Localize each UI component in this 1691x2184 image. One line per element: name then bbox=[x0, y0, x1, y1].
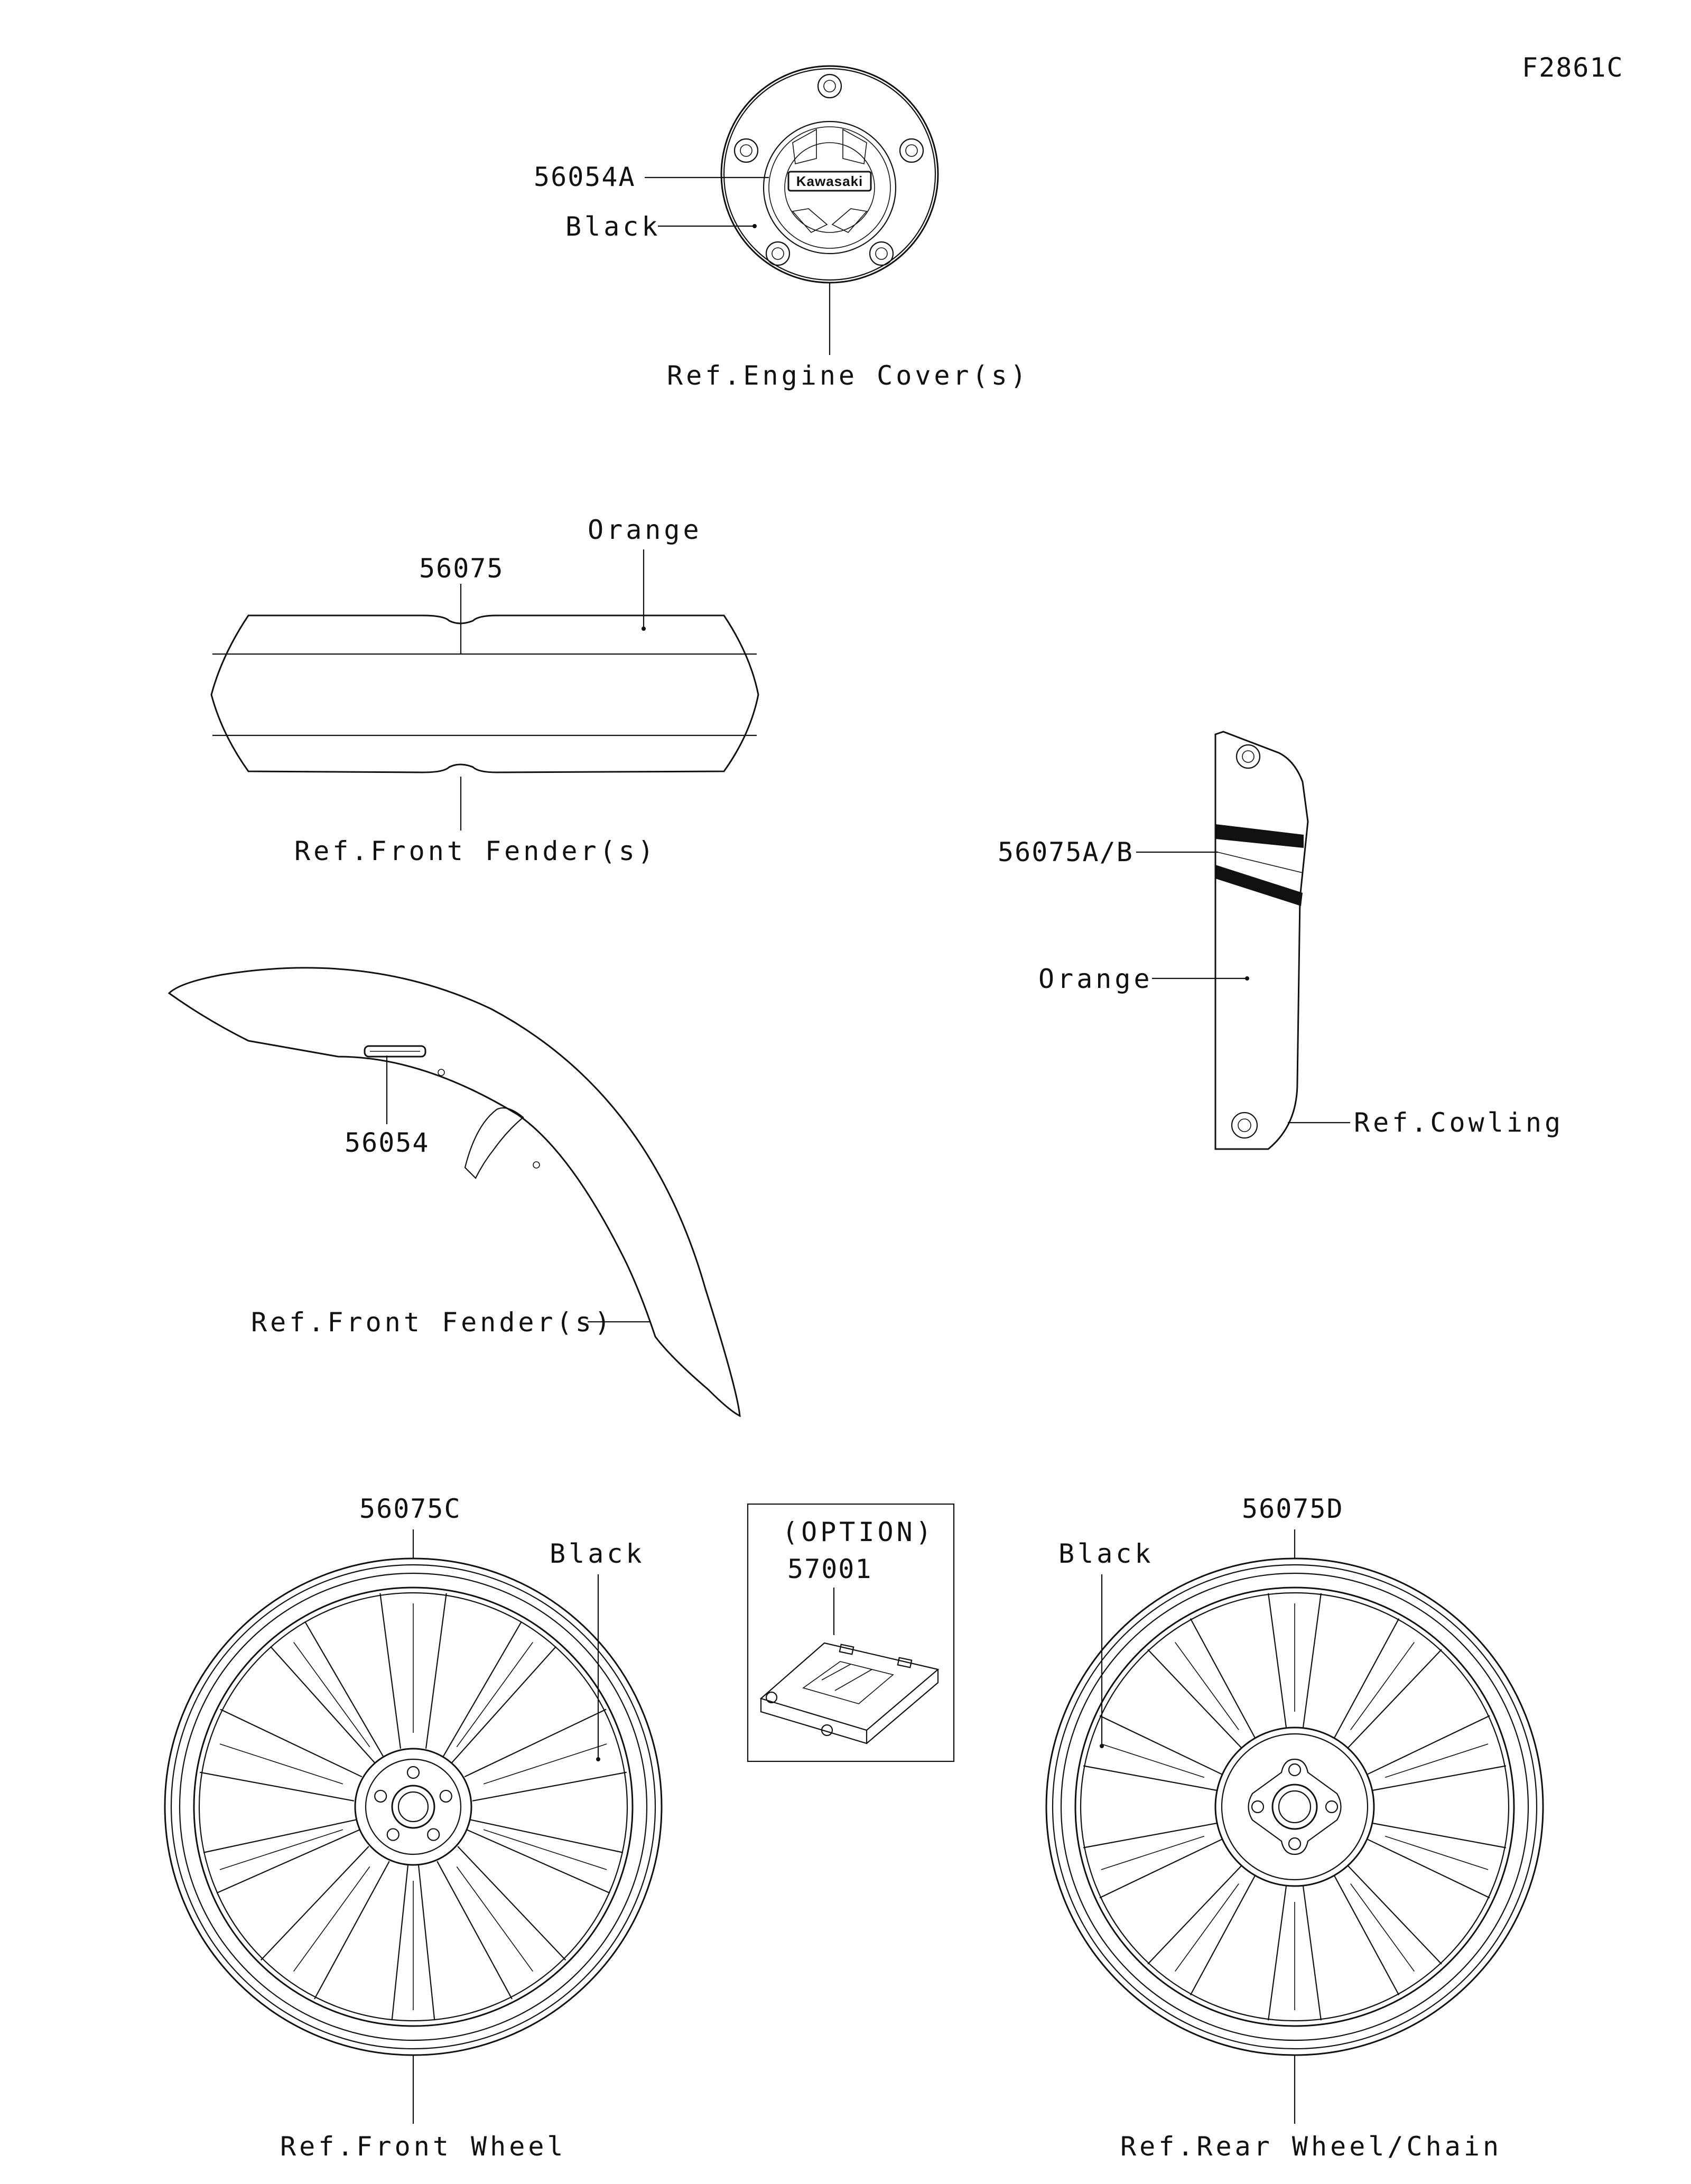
front-fender-side-ref-label: Ref.Front Fender(s) bbox=[251, 1307, 614, 1338]
cowling-color-label: Orange bbox=[1038, 964, 1153, 994]
engine-cover-ref-label: Ref.Engine Cover(s) bbox=[667, 360, 1029, 391]
rear-wheel-drawing bbox=[1045, 1557, 1544, 2056]
front-fender-top-drawing bbox=[210, 614, 759, 773]
option-heading: (OPTION) bbox=[782, 1517, 935, 1547]
cowling-drawing bbox=[1214, 731, 1309, 1150]
engine-cover-color-label: Black bbox=[565, 211, 661, 242]
cowling-part-label: 56075A/B bbox=[998, 837, 1133, 867]
engine-cover-drawing: Kawasaki bbox=[720, 65, 939, 284]
rear-wheel-color-label: Black bbox=[1058, 1538, 1154, 1569]
engine-cover-part-label: 56054A bbox=[534, 162, 636, 192]
rear-wheel-ref-label: Ref.Rear Wheel/Chain bbox=[1120, 2131, 1502, 2162]
rear-wheel-part-label: 56075D bbox=[1242, 1494, 1344, 1524]
front-fender-side-drawing bbox=[168, 967, 741, 1417]
kawasaki-logo-text: Kawasaki bbox=[796, 173, 863, 189]
front-fender-top-ref-label: Ref.Front Fender(s) bbox=[294, 836, 657, 866]
front-wheel-ref-label: Ref.Front Wheel bbox=[280, 2131, 566, 2162]
cowling-ref-label: Ref.Cowling bbox=[1354, 1107, 1564, 1138]
front-fender-top-color-label: Orange bbox=[588, 515, 702, 545]
figure-id: F2861C bbox=[1522, 52, 1624, 83]
front-wheel-part-label: 56075C bbox=[359, 1494, 461, 1524]
front-fender-top-part-label: 56075 bbox=[419, 553, 504, 584]
option-part-label: 57001 bbox=[787, 1554, 872, 1584]
front-wheel-drawing bbox=[164, 1557, 663, 2056]
front-wheel-color-label: Black bbox=[550, 1538, 645, 1569]
front-fender-side-part-label: 56054 bbox=[345, 1127, 430, 1158]
option-box bbox=[747, 1503, 955, 1762]
option-part-drawing bbox=[759, 1642, 940, 1744]
